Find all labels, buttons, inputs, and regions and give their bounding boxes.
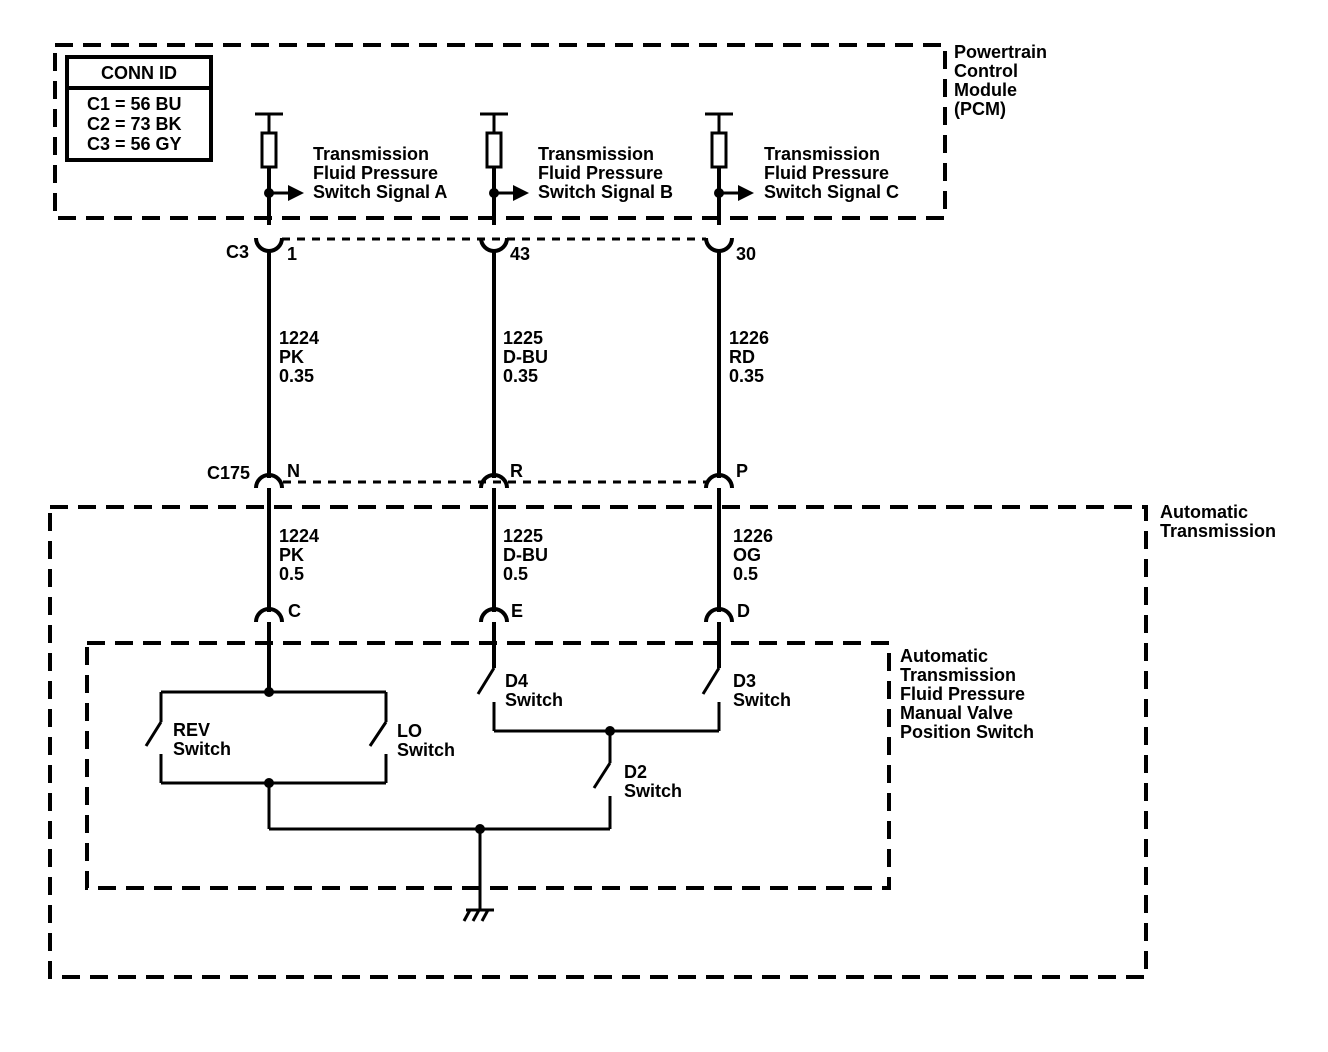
drive-switch-network xyxy=(476,667,721,829)
signal-arrow-icon xyxy=(738,185,754,201)
rev-switch-contact xyxy=(144,721,163,747)
switch-connector-pin: D xyxy=(737,601,750,621)
manual-valve-boundary xyxy=(85,641,891,890)
d3-switch-label: D3 Switch xyxy=(733,671,791,710)
d4-switch-contact xyxy=(476,667,496,695)
lower-wire-label-b: 1225 D-BU 0.5 xyxy=(503,526,553,584)
c3-pin-label: 1 xyxy=(287,244,297,264)
conn-id-table: CONN ID C1 = 56 BU C2 = 73 BK C3 = 56 GY xyxy=(65,55,213,162)
d2-switch-label: D2 Switch xyxy=(624,762,682,801)
connector-c3-label: C3 xyxy=(226,242,249,262)
switch-connector xyxy=(254,607,734,692)
upper-wire-label-c: 1226 RD 0.35 xyxy=(729,328,774,386)
pullup-resistor-a xyxy=(255,112,304,225)
switch-connector-pin: E xyxy=(511,601,523,621)
c175-pin-label: R xyxy=(510,461,523,481)
conn-id-header: CONN ID xyxy=(101,63,177,83)
conn-id-row: C1 = 56 BU xyxy=(87,94,182,114)
upper-wire-label-b: 1225 D-BU 0.35 xyxy=(503,328,553,386)
d3-switch-contact xyxy=(701,667,721,695)
d4-switch-label: D4 Switch xyxy=(505,671,563,710)
signal-label-c: Transmission Fluid Pressure Switch Signa… xyxy=(764,144,899,202)
transmission-label: Automatic Transmission xyxy=(1160,502,1276,541)
upper-wire-label-a: 1224 PK 0.35 xyxy=(279,328,324,386)
lower-wire-label-a: 1224 PK 0.5 xyxy=(279,526,324,584)
conn-id-row: C2 = 73 BK xyxy=(87,114,182,134)
signal-label-a: Transmission Fluid Pressure Switch Signa… xyxy=(313,144,447,202)
signal-arrow-icon xyxy=(513,185,529,201)
pullup-resistor-b xyxy=(480,112,529,225)
signal-label-b: Transmission Fluid Pressure Switch Signa… xyxy=(538,144,673,202)
c175-pin-label: N xyxy=(287,461,300,481)
pcm-label: Powertrain Control Module (PCM) xyxy=(954,42,1052,119)
d2-switch-contact xyxy=(592,762,612,789)
lo-switch-label: LO Switch xyxy=(397,721,455,760)
rev-switch-label: REV Switch xyxy=(173,720,231,759)
lo-switch-contact xyxy=(368,721,388,747)
c3-pin-label: 43 xyxy=(510,244,530,264)
manual-valve-label: Automatic Transmission Fluid Pressure Ma… xyxy=(900,646,1034,742)
signal-arrow-icon xyxy=(288,185,304,201)
connector-c175 xyxy=(254,473,734,489)
pullup-resistor-c xyxy=(705,112,754,225)
lower-wire-label-c: 1226 OG 0.5 xyxy=(733,526,778,584)
transmission-boundary xyxy=(48,505,1148,979)
conn-id-row: C3 = 56 GY xyxy=(87,134,182,154)
rev-lo-switch-network xyxy=(144,687,388,829)
ground-return xyxy=(269,824,610,910)
connector-c3 xyxy=(254,237,734,253)
ground-icon xyxy=(462,908,494,922)
switch-connector-pin: C xyxy=(288,601,301,621)
c175-pin-label: P xyxy=(736,461,748,481)
connector-c175-label: C175 xyxy=(207,463,250,483)
c3-pin-label: 30 xyxy=(736,244,756,264)
